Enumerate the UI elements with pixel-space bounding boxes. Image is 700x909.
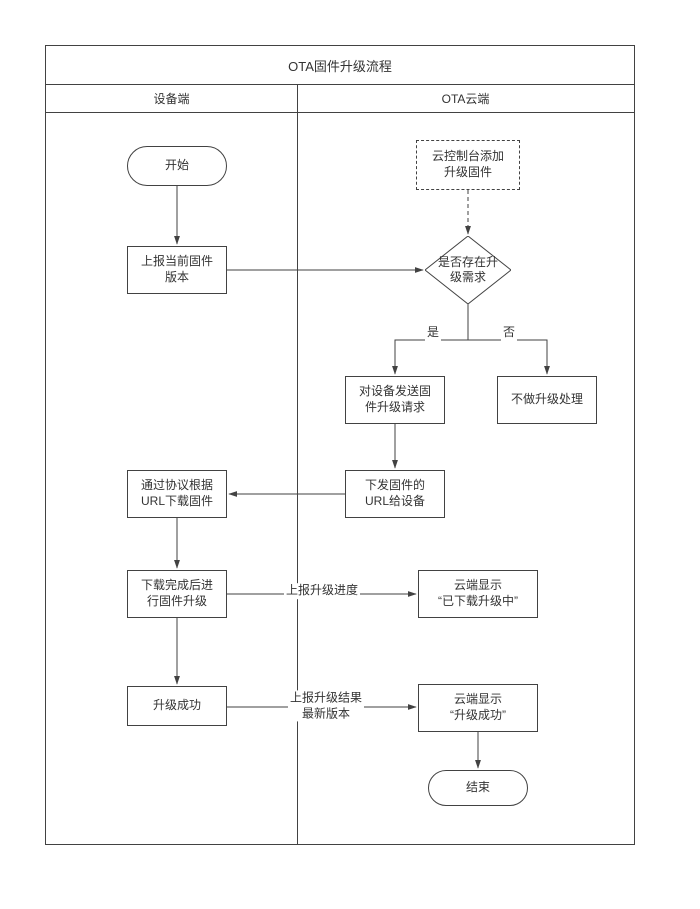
node-cloud-downloading-label: 云端显示 “已下载升级中” [438,578,518,608]
edge-label-report-result: 上报升级结果 最新版本 [287,690,365,722]
node-download-firmware-label: 通过协议根据 URL下载固件 [140,478,213,508]
node-console-add-firmware: 云控制台添加 升级固件 [416,140,520,190]
node-upgrade-success-label: 升级成功 [152,698,201,713]
node-end-label: 结束 [465,780,490,795]
node-console-add-firmware-label: 云控制台添加 升级固件 [431,149,504,179]
diagram-title: OTA固件升级流程 [45,45,635,85]
node-cloud-success: 云端显示 “升级成功” [418,684,538,732]
decision-diamond-shape [425,236,511,304]
node-send-upgrade-request-label: 对设备发送固 件升级请求 [358,384,431,414]
node-upgrade-success: 升级成功 [127,686,227,726]
node-no-upgrade-label: 不做升级处理 [510,392,583,407]
lane-divider [297,85,298,845]
lane-header-cloud: OTA云端 [297,85,635,113]
lane-header-device: 设备端 [45,85,297,113]
node-end: 结束 [428,770,528,806]
edge-label-no: 否 [500,325,518,341]
node-decision-upgrade-needed: 是否存在升 级需求 [425,236,511,304]
node-decision-label: 是否存在升 级需求 [437,255,498,284]
node-no-upgrade: 不做升级处理 [497,376,597,424]
node-start: 开始 [127,146,227,186]
edge-label-report-progress: 上报升级进度 [283,583,361,599]
node-download-firmware: 通过协议根据 URL下载固件 [127,470,227,518]
node-upgrade-firmware-label: 下载完成后进 行固件升级 [140,578,213,608]
node-report-current-version: 上报当前固件 版本 [127,246,227,294]
node-send-url-label: 下发固件的 URL给设备 [364,478,425,508]
node-report-current-version-label: 上报当前固件 版本 [140,254,213,284]
node-cloud-downloading: 云端显示 “已下载升级中” [418,570,538,618]
node-start-label: 开始 [164,158,189,173]
node-send-upgrade-request: 对设备发送固 件升级请求 [345,376,445,424]
node-send-url: 下发固件的 URL给设备 [345,470,445,518]
node-cloud-success-label: 云端显示 “升级成功” [450,692,506,722]
edge-label-yes: 是 [424,325,442,341]
node-upgrade-firmware: 下载完成后进 行固件升级 [127,570,227,618]
